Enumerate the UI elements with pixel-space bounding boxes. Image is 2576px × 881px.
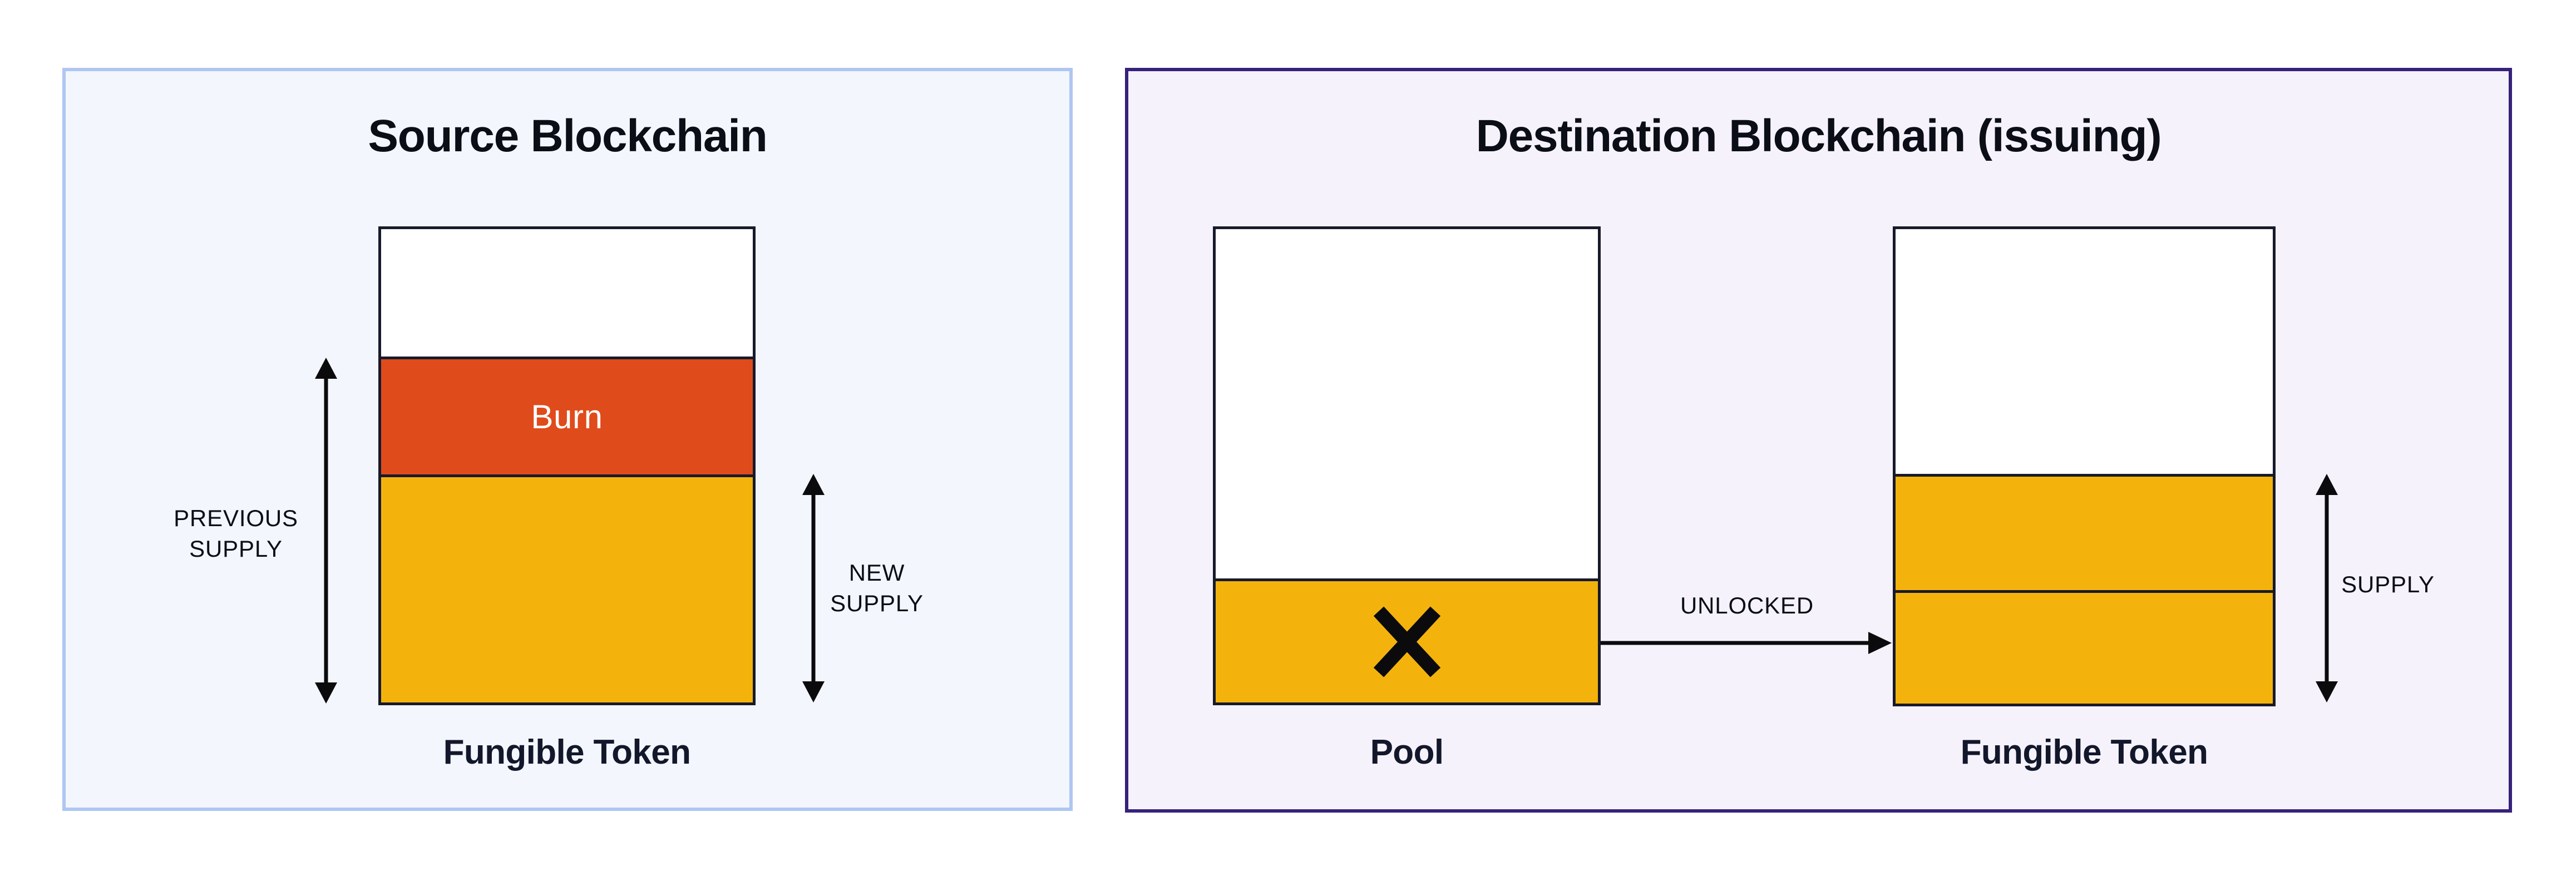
pool-bar-label: Pool xyxy=(1370,733,1444,771)
supply-arrow-icon xyxy=(2316,474,2338,702)
destination-bar-empty-segment xyxy=(1896,229,2273,477)
unlocked-arrow-icon xyxy=(1601,632,1892,654)
destination-bar-supply-segment-top xyxy=(1896,477,2273,593)
burn-label: Burn xyxy=(531,398,603,435)
previous-supply-arrow-icon xyxy=(315,358,337,704)
new-supply-line2: SUPPLY xyxy=(830,590,924,616)
source-bar-label: Fungible Token xyxy=(443,733,691,771)
source-bar-empty-segment xyxy=(381,229,753,359)
destination-bar-supply-segment-bottom xyxy=(1896,593,2273,704)
pool-bar-empty-segment xyxy=(1216,229,1598,581)
previous-supply-line1: PREVIOUS xyxy=(174,505,298,531)
x-mark-icon xyxy=(1373,606,1440,677)
new-supply-arrow-icon xyxy=(802,474,825,702)
destination-token-bar xyxy=(1893,226,2276,706)
supply-label: SUPPLY xyxy=(2341,571,2435,597)
source-bar-supply-segment xyxy=(381,477,753,702)
source-panel-title: Source Blockchain xyxy=(368,111,768,161)
previous-supply-label: PREVIOUS SUPPLY xyxy=(125,503,347,564)
destination-bar-label: Fungible Token xyxy=(1960,733,2208,771)
source-bar-burn-segment: Burn xyxy=(381,359,753,477)
unlocked-label: UNLOCKED xyxy=(1680,592,1814,618)
previous-supply-line2: SUPPLY xyxy=(189,535,283,562)
pool-bar-locked-segment xyxy=(1216,581,1598,702)
pool-bar xyxy=(1213,226,1601,705)
destination-panel-title: Destination Blockchain (issuing) xyxy=(1475,111,2162,161)
new-supply-line1: NEW xyxy=(848,560,905,586)
new-supply-label: NEW SUPPLY xyxy=(793,558,960,618)
source-token-bar: Burn xyxy=(378,226,756,705)
